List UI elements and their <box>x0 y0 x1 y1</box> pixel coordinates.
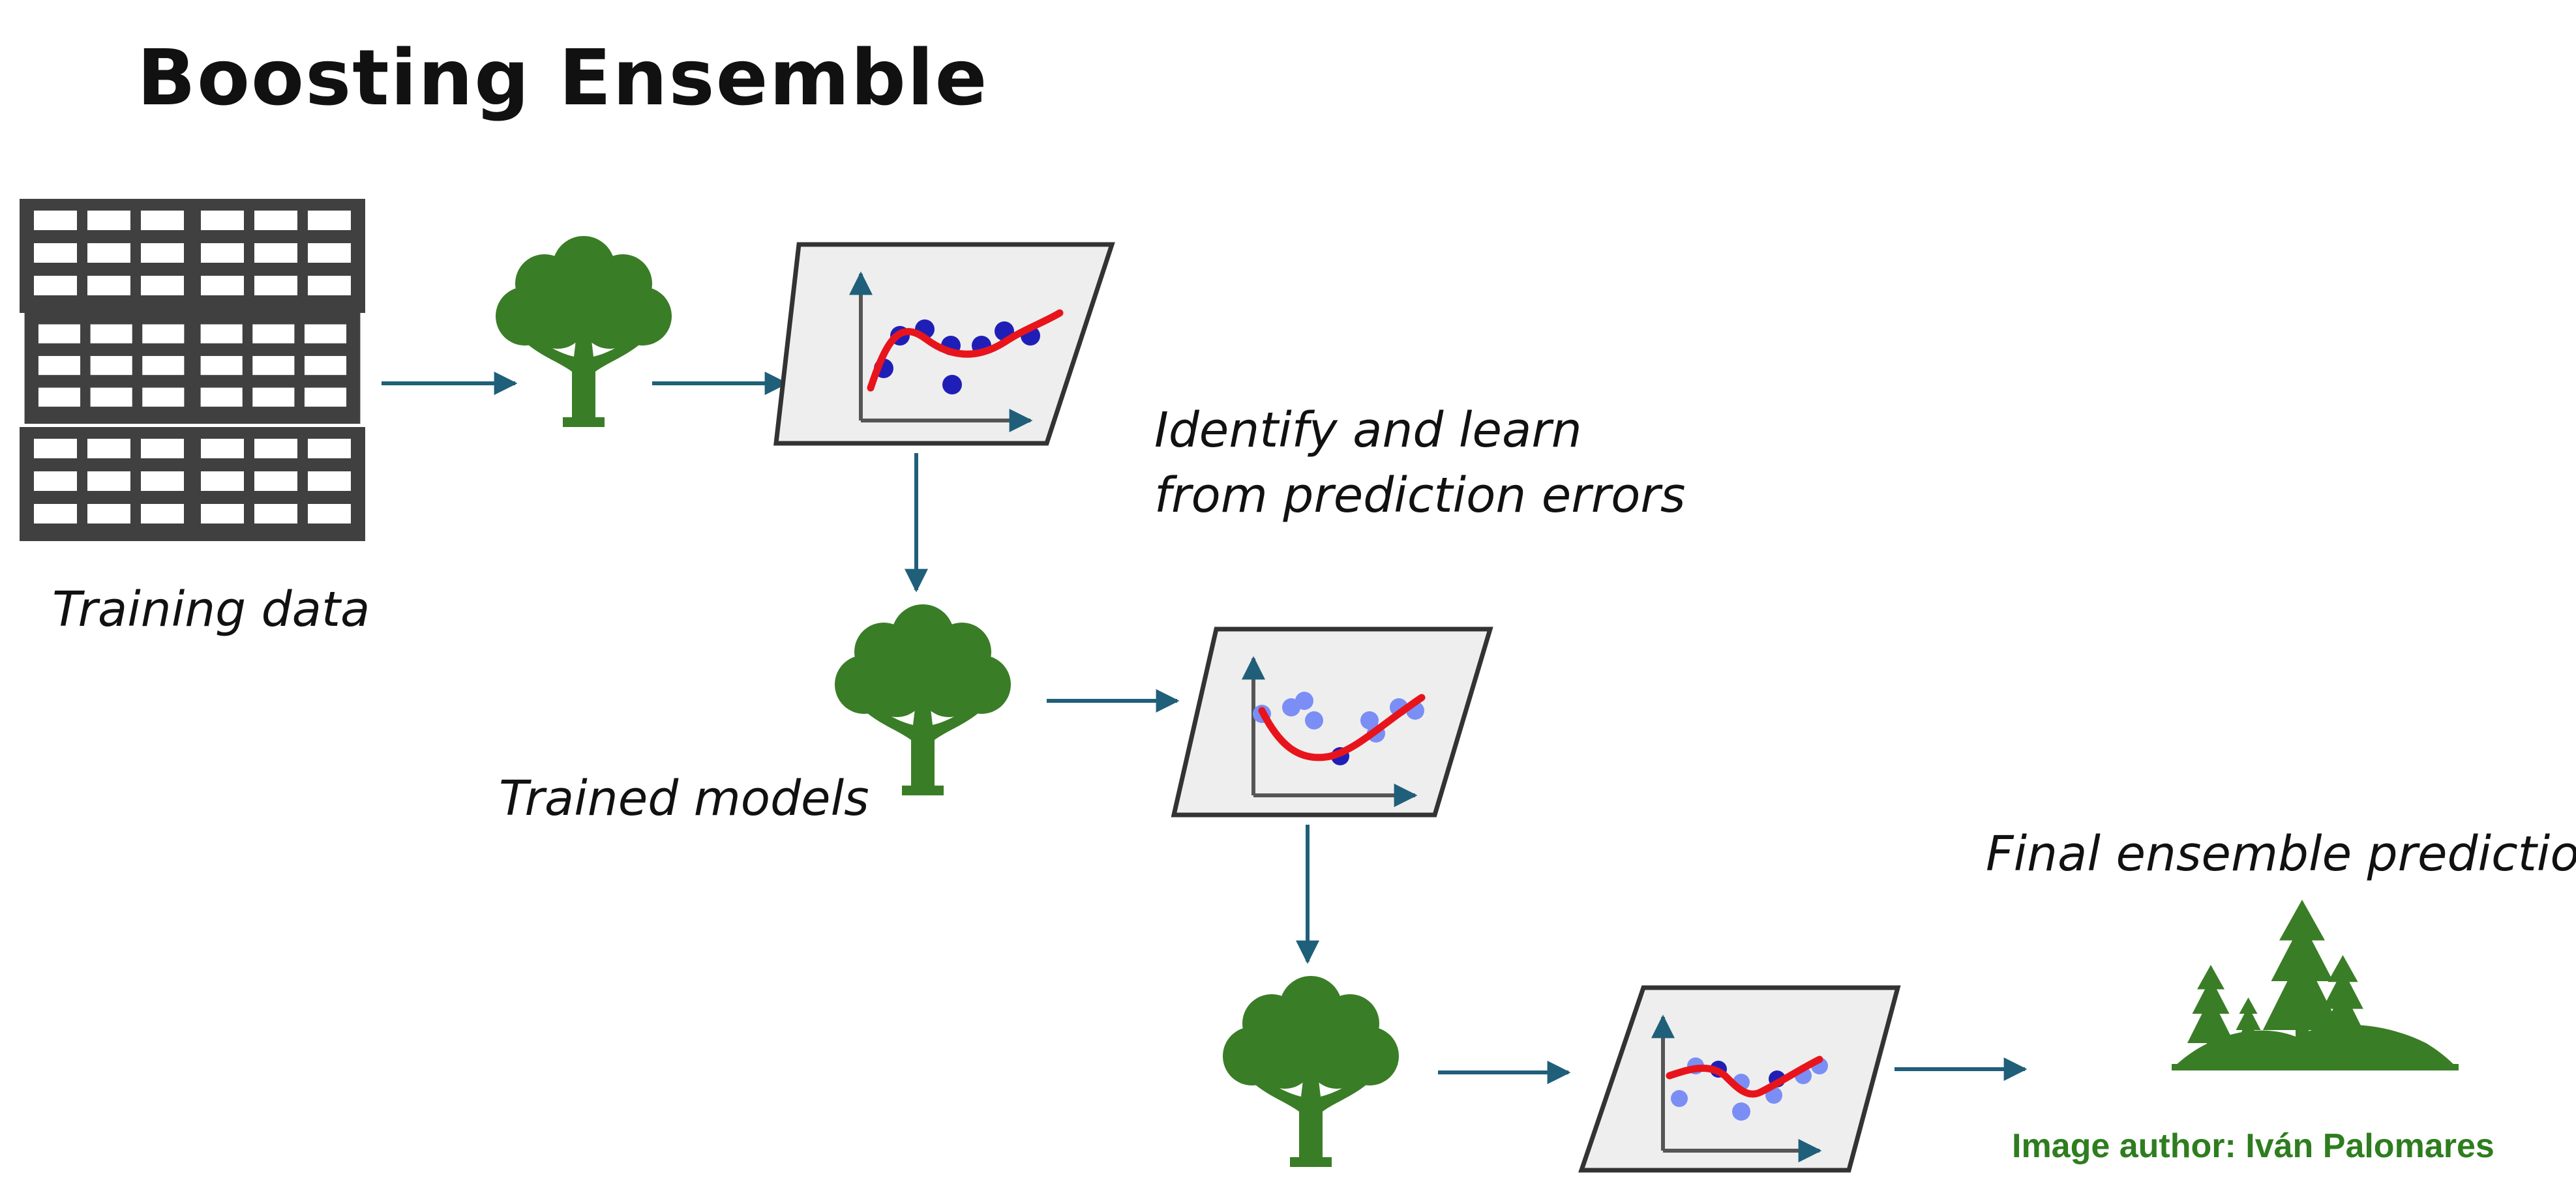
identify-label-line1: Identify and learn <box>1154 402 1582 458</box>
scatter-fit-plot-icon <box>1578 985 1901 1173</box>
deciduous-tree-icon <box>835 604 1011 795</box>
trained-models-label: Trained models <box>499 771 869 827</box>
scatter-fit-plot-icon <box>773 242 1115 446</box>
training-data-label: Training data <box>52 582 370 638</box>
identify-label-line2: from prediction errors <box>1154 467 1685 524</box>
page-title: Boosting Ensemble <box>137 33 989 123</box>
scatter-fit-plot-icon <box>1171 627 1493 818</box>
table-grid-icon <box>20 199 365 541</box>
author-credit: Image author: Iván Palomares <box>2012 1127 2494 1165</box>
pine-forest-icon <box>2172 900 2459 1070</box>
deciduous-tree-icon <box>1223 976 1399 1167</box>
final-prediction-label: Final ensemble prediction <box>1986 826 2576 882</box>
deciduous-tree-icon <box>496 236 672 427</box>
